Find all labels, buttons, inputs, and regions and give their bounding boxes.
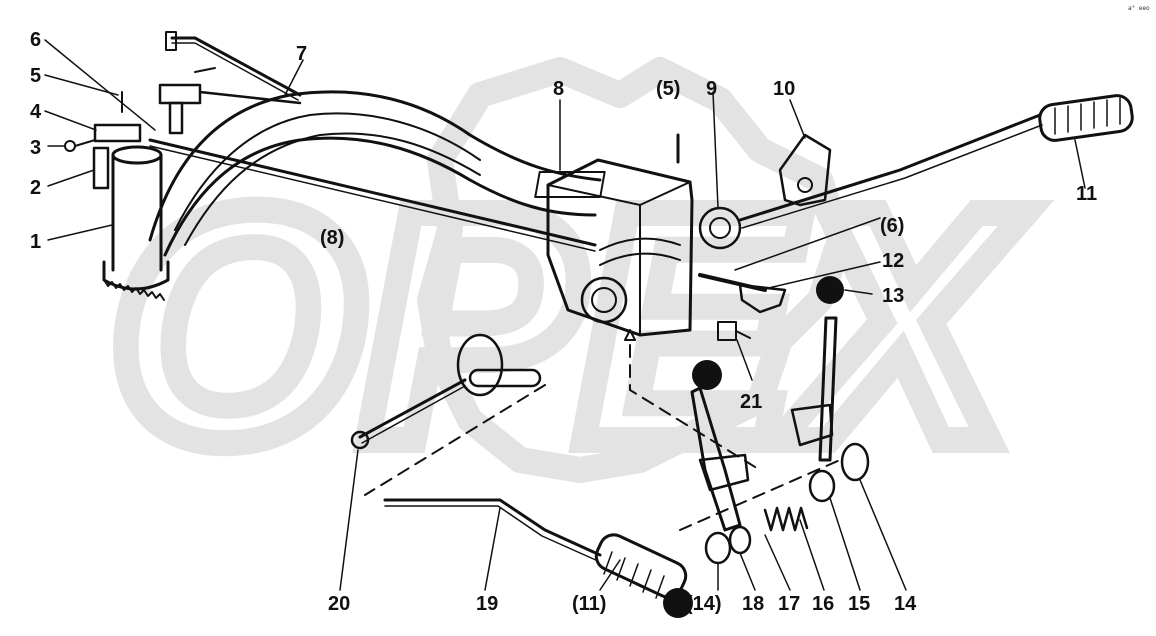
label-3: 3	[30, 137, 41, 159]
label-20: 20	[328, 593, 350, 615]
label-14-paren: (14)	[686, 593, 722, 615]
handlebar-19	[383, 498, 693, 618]
label-6-paren: (6)	[880, 215, 904, 237]
label-14: 14	[894, 593, 917, 615]
label-17: 17	[778, 593, 800, 615]
label-5: 5	[30, 65, 41, 87]
label-5-paren: (5)	[656, 78, 680, 100]
label-7: 7	[296, 43, 307, 65]
fitting-21	[717, 321, 751, 341]
label-12: 12	[882, 250, 904, 272]
label-11-paren: (11)	[572, 593, 606, 615]
watermark-text: OPEX	[110, 141, 1027, 510]
corner-mark: a° eeo	[1128, 5, 1150, 12]
gearbox-housing	[534, 158, 742, 337]
watermark-gear-shape	[417, 57, 853, 483]
label-18: 18	[742, 593, 764, 615]
knob-13	[816, 276, 844, 304]
label-16: 16	[812, 593, 834, 615]
watermark: OPEX	[97, 57, 1040, 523]
label-2: 2	[30, 177, 41, 199]
column-1	[102, 145, 170, 301]
label-15: 15	[848, 593, 870, 615]
label-19: 19	[476, 593, 498, 615]
label-13: 13	[882, 285, 904, 307]
gear-shaft-20	[350, 333, 542, 450]
lever-12	[698, 273, 844, 314]
clevis-brackets	[64, 67, 302, 190]
label-8-paren: (8)	[320, 227, 344, 249]
label-21: 21	[740, 391, 762, 413]
callout-labels: 1 2 3 4 5 6 7 8 (8) (5) 9 10 11 (6) 12 1…	[30, 29, 1097, 615]
label-10: 10	[773, 78, 795, 100]
label-9: 9	[706, 78, 717, 100]
rod-8	[148, 138, 597, 252]
main-beam	[148, 90, 602, 257]
rod-7	[165, 31, 302, 101]
label-8: 8	[553, 78, 564, 100]
label-1: 1	[30, 231, 41, 253]
bracket-10	[778, 133, 832, 207]
label-6: 6	[30, 29, 41, 51]
label-11: 11	[1076, 183, 1097, 205]
leader-lines	[44, 39, 1086, 591]
label-4: 4	[30, 101, 42, 123]
